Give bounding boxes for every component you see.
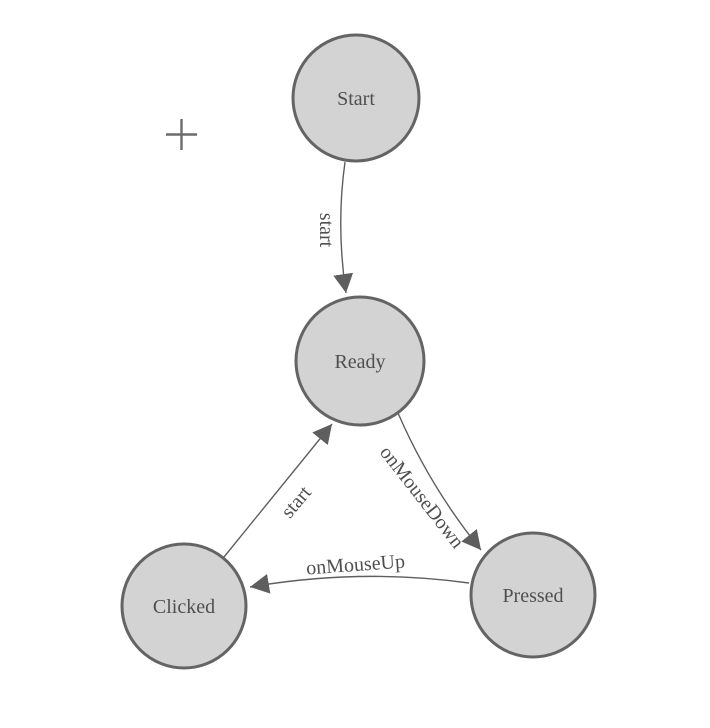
edge-clicked-to-ready[interactable]: start — [223, 423, 333, 558]
edge-label-clicked-to-ready: start — [277, 482, 316, 523]
node-clicked-circle[interactable] — [120, 542, 248, 670]
edge-pressed-to-clicked[interactable]: onMouseUp — [249, 551, 470, 594]
node-pressed-label: Pressed — [502, 585, 563, 607]
node-ready-circle[interactable] — [294, 295, 426, 427]
edge-pressed-to-clicked-path[interactable] — [249, 573, 470, 594]
edge-start-to-ready[interactable]: start — [315, 161, 354, 294]
edge-start-to-ready-path[interactable] — [333, 161, 354, 294]
node-ready-label: Ready — [334, 351, 385, 373]
edge-label-ready-to-pressed: onMouseDown — [375, 442, 468, 553]
edge-ready-to-pressed[interactable]: onMouseDown — [375, 412, 482, 553]
node-start[interactable]: Start — [291, 33, 421, 163]
node-pressed[interactable]: Pressed — [469, 531, 597, 659]
node-clicked[interactable]: Clicked — [120, 542, 248, 670]
node-start-circle[interactable] — [291, 33, 421, 163]
edge-ready-to-pressed-path[interactable] — [397, 412, 482, 551]
edge-label-pressed-to-clicked: onMouseUp — [305, 551, 405, 580]
node-start-label: Start — [337, 88, 375, 110]
node-clicked-label: Clicked — [153, 596, 215, 618]
node-ready[interactable]: Ready — [294, 295, 426, 427]
node-pressed-circle[interactable] — [469, 531, 597, 659]
edge-clicked-to-ready-path[interactable] — [223, 423, 333, 558]
edge-label-start-to-ready: start — [315, 213, 337, 248]
plus-crosshair-icon — [166, 119, 197, 150]
